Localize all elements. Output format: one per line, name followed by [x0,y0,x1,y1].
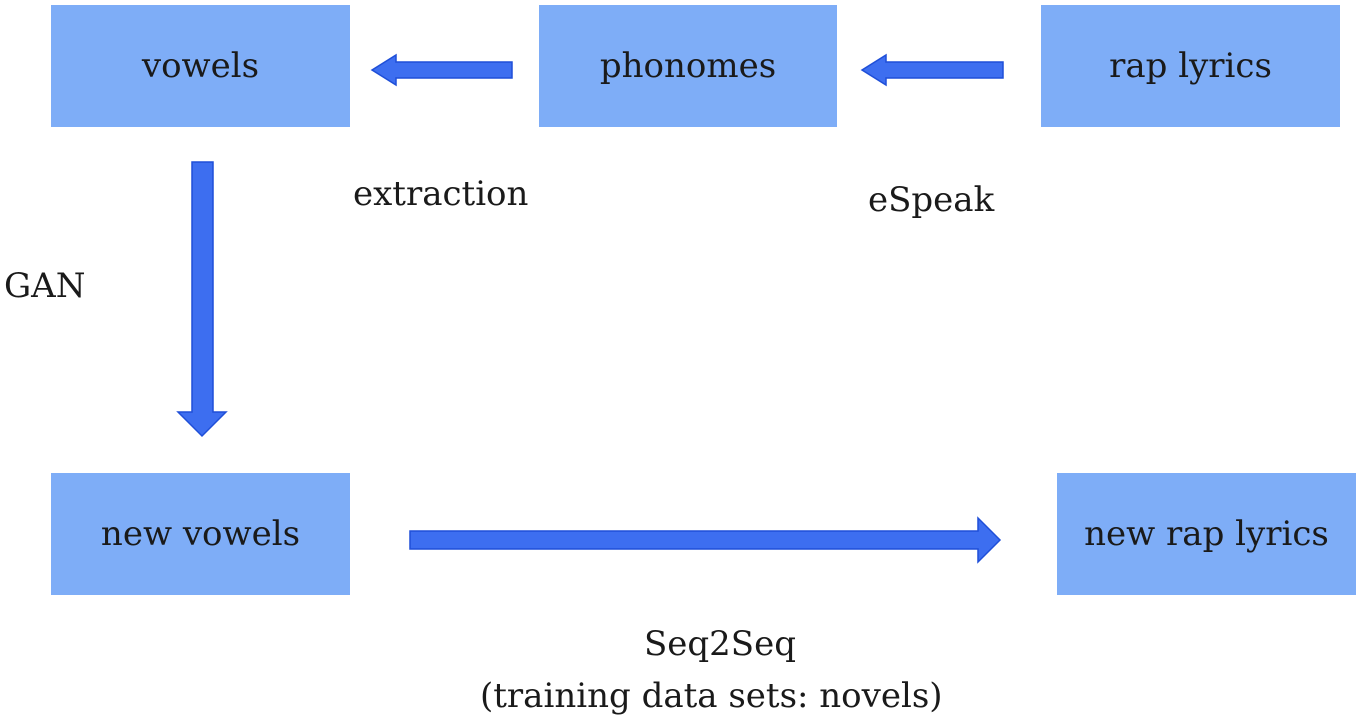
node-new-rap-lyrics: new rap lyrics [1057,473,1356,595]
edge-label-gan: GAN [4,266,86,306]
arrow-vowels-to-new-vowels [176,161,228,438]
node-vowels-label: vowels [141,46,260,86]
node-phonomes: phonomes [539,5,837,127]
node-new-rap-lyrics-label: new rap lyrics [1084,514,1329,554]
arrow-rap-lyrics-to-phonomes [860,53,1004,87]
edge-label-espeak: eSpeak [868,180,995,220]
edge-label-seq2seq: Seq2Seq [644,624,796,664]
arrow-phonomes-to-vowels [370,53,513,87]
node-new-vowels: new vowels [51,473,350,595]
node-rap-lyrics: rap lyrics [1041,5,1340,127]
edge-label-extraction: extraction [353,174,529,214]
node-phonomes-label: phonomes [599,46,777,86]
node-vowels: vowels [51,5,350,127]
node-new-vowels-label: new vowels [100,514,301,554]
edge-label-seq2seq-note: (training data sets: novels) [480,676,943,716]
node-rap-lyrics-label: rap lyrics [1109,46,1272,86]
arrow-new-vowels-to-new-rap-lyrics [409,516,1002,564]
